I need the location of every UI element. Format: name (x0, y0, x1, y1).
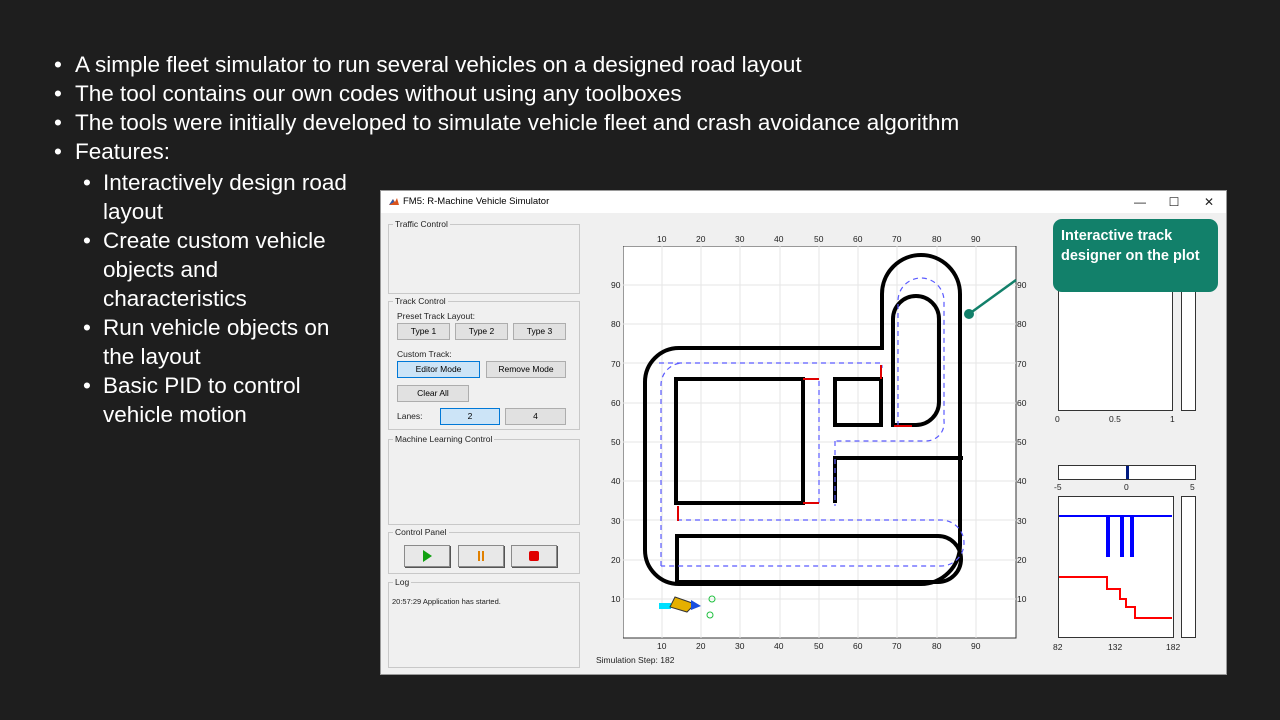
simulation-step-label: Simulation Step: 182 (596, 655, 675, 665)
bar-tick-neg5: -5 (1054, 482, 1062, 492)
control-panel-title: Control Panel (393, 527, 449, 537)
preset-type3-button[interactable]: Type 3 (513, 323, 566, 340)
track-walls (643, 253, 963, 586)
feature-bullets: A simple fleet simulator to run several … (54, 50, 959, 166)
play-icon (423, 550, 432, 562)
callout-box: Interactive track designer on the plot (1053, 219, 1218, 292)
matlab-icon (389, 198, 399, 205)
title-bar[interactable]: FM5: R-Machine Vehicle Simulator — ☐ ✕ (381, 191, 1226, 213)
edit-markers (677, 365, 912, 521)
window-title: FM5: R-Machine Vehicle Simulator (403, 196, 550, 207)
feature-1: Interactively design road layout (83, 168, 353, 226)
features-sublist: Interactively design road layout Create … (83, 168, 353, 429)
lanes-4-button[interactable]: 4 (505, 408, 566, 425)
feature-4: Basic PID to control vehicle motion (83, 371, 353, 429)
bullet-2: The tool contains our own codes without … (54, 79, 959, 108)
lower-trace (1059, 576, 1172, 619)
track-plot[interactable] (623, 246, 1017, 639)
lane-guides (659, 277, 965, 567)
log-panel: Log 20:57:29 Application has started. (388, 577, 580, 668)
bullet-1: A simple fleet simulator to run several … (54, 50, 959, 79)
side-bar-bottom (1181, 496, 1196, 638)
preset-type2-button[interactable]: Type 2 (455, 323, 508, 340)
ml-control-panel: Machine Learning Control (388, 434, 580, 525)
track-control-title: Track Control (393, 296, 448, 306)
lanes-label: Lanes: (397, 411, 423, 421)
clear-all-button[interactable]: Clear All (397, 385, 469, 402)
steer-bar (1058, 465, 1196, 480)
lanes-2-button[interactable]: 2 (440, 408, 500, 425)
upper-trace (1059, 515, 1172, 557)
top-tick-1: 1 (1170, 414, 1175, 424)
top-tick-05: 0.5 (1109, 414, 1121, 424)
maximize-button[interactable]: ☐ (1168, 195, 1180, 209)
bottom-tick-182: 182 (1166, 642, 1181, 652)
side-plot-bottom (1058, 496, 1174, 638)
vehicle-marker[interactable] (659, 595, 716, 619)
traffic-control-panel: Traffic Control (388, 219, 580, 294)
side-plot-top (1058, 287, 1173, 411)
stop-button[interactable] (511, 545, 557, 567)
top-tick-0: 0 (1055, 414, 1060, 424)
control-panel: Control Panel (388, 527, 580, 574)
ml-control-title: Machine Learning Control (393, 434, 495, 444)
bullet-4: Features: (54, 137, 959, 166)
feature-2: Create custom vehicle objects and charac… (83, 226, 353, 313)
editor-mode-button[interactable]: Editor Mode (397, 361, 480, 378)
minimize-button[interactable]: — (1134, 195, 1146, 209)
bottom-tick-82: 82 (1053, 642, 1063, 652)
log-title: Log (393, 577, 412, 587)
remove-mode-button[interactable]: Remove Mode (486, 361, 566, 378)
pause-button[interactable] (458, 545, 504, 567)
close-button[interactable]: ✕ (1203, 195, 1215, 209)
bar-tick-5: 5 (1190, 482, 1195, 492)
bullet-3: The tools were initially developed to si… (54, 108, 959, 137)
bar-tick-0: 0 (1124, 482, 1129, 492)
bottom-tick-132: 132 (1108, 642, 1123, 652)
side-bar-top (1181, 287, 1196, 411)
stop-icon (529, 551, 539, 561)
custom-track-label: Custom Track: (397, 349, 452, 359)
callout-pointer (964, 278, 1017, 319)
preset-label: Preset Track Layout: (397, 311, 475, 321)
track-control-panel: Track Control Preset Track Layout: Type … (388, 296, 580, 430)
play-button[interactable] (404, 545, 450, 567)
traffic-control-title: Traffic Control (393, 219, 450, 229)
preset-type1-button[interactable]: Type 1 (397, 323, 450, 340)
log-entry: 20:57:29 Application has started. (392, 597, 501, 606)
plot-grid (623, 246, 1016, 638)
feature-3: Run vehicle objects on the layout (83, 313, 353, 371)
pause-icon (478, 551, 484, 561)
steer-indicator (1126, 466, 1129, 479)
